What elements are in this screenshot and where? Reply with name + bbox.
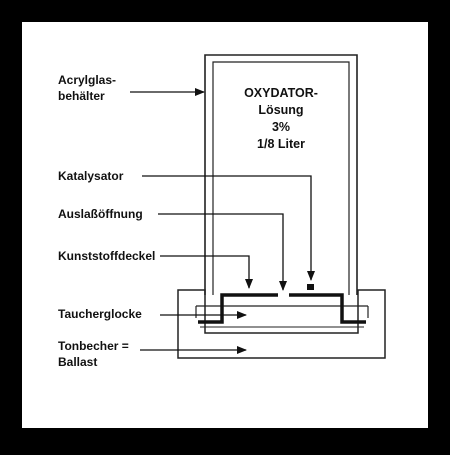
container-text-line-4: 1/8 Liter xyxy=(257,137,305,151)
acrylic-container-outer xyxy=(204,54,358,295)
paper-background xyxy=(22,22,428,428)
clay-cup xyxy=(177,289,386,359)
arrow-kunststoffdeckel xyxy=(160,255,253,289)
arrow-katalysator xyxy=(142,175,315,281)
label-tonbecher-1: Tonbecher = xyxy=(58,339,129,353)
label-tonbecher-2: Ballast xyxy=(58,355,97,369)
label-auslass: Auslaßöffnung xyxy=(58,207,143,221)
arrow-auslass xyxy=(158,213,287,291)
label-kunststoffdeckel: Kunststoffdeckel xyxy=(58,249,155,263)
acrylic-container-inner xyxy=(212,61,350,295)
label-acrylglas-1: Acrylglas- xyxy=(58,73,116,87)
container-text-line-1: OXYDATOR- xyxy=(244,86,318,100)
diving-bell-left xyxy=(198,293,278,324)
diving-bell-right xyxy=(289,293,366,324)
label-acrylglas-2: behälter xyxy=(58,89,105,103)
container-text-line-3: 3% xyxy=(272,120,290,134)
container-text-line-2: Lösung xyxy=(258,103,303,117)
label-taucherglocke: Taucherglocke xyxy=(58,307,142,321)
label-katalysator: Katalysator xyxy=(58,169,124,183)
catalyst-block xyxy=(307,284,314,290)
